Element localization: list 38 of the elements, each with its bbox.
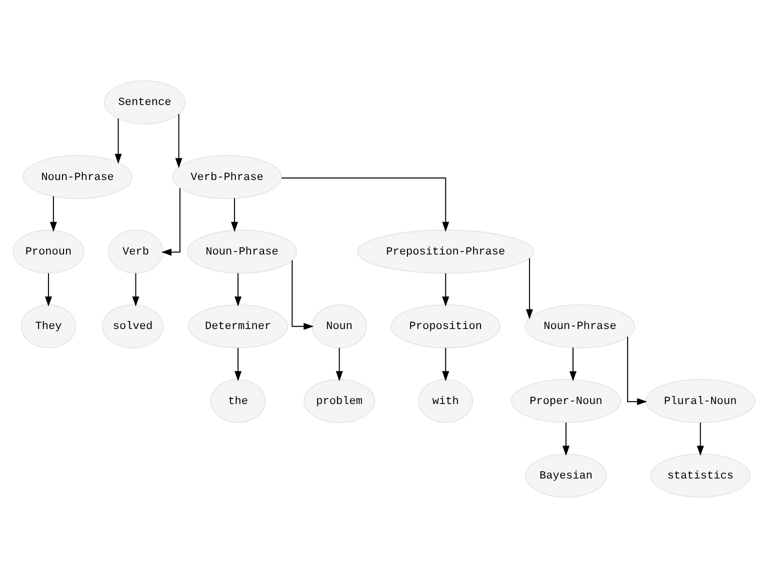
node-ellipse: Proposition — [390, 304, 500, 348]
arrow — [132, 272, 139, 306]
arrow — [442, 272, 449, 306]
node-ellipse: problem — [303, 378, 375, 422]
node-ellipse: Preposition-Phrase — [356, 229, 534, 274]
node-ellipse: solved — [101, 304, 164, 348]
node-ellipse: Noun — [311, 304, 366, 348]
node-ellipse: Sentence — [104, 80, 185, 124]
arrow — [160, 188, 180, 256]
arrow — [49, 196, 56, 232]
node-ellipse: Determiner — [187, 304, 288, 348]
arrow — [335, 347, 342, 381]
node-ellipse: with — [418, 378, 473, 422]
arrow — [569, 347, 576, 381]
node-ellipse: Plural-Noun — [644, 378, 755, 422]
arrow — [44, 272, 52, 306]
arrow — [626, 336, 647, 405]
node-ellipse: Verb-Phrase — [171, 154, 282, 199]
arrow — [114, 118, 122, 164]
arrow — [696, 422, 704, 456]
arrow — [562, 422, 569, 456]
arrow — [525, 258, 533, 319]
node-ellipse: They — [20, 304, 76, 348]
node-ellipse: the — [210, 378, 266, 422]
node-ellipse: Noun-Phrase — [22, 154, 132, 199]
arrow — [174, 114, 182, 168]
node-ellipse: Noun-Phrase — [186, 229, 297, 274]
arrow — [230, 198, 238, 232]
arrow — [234, 347, 242, 381]
arrow — [291, 260, 314, 330]
node-ellipse: Pronoun — [12, 229, 84, 274]
node-ellipse: Bayesian — [524, 453, 606, 498]
node-ellipse: statistics — [650, 453, 750, 498]
node-ellipse: Verb — [108, 229, 163, 274]
arrow — [234, 272, 242, 306]
arrow — [281, 176, 449, 232]
node-ellipse: Proper-Noun — [510, 378, 621, 422]
arrow — [442, 347, 449, 381]
